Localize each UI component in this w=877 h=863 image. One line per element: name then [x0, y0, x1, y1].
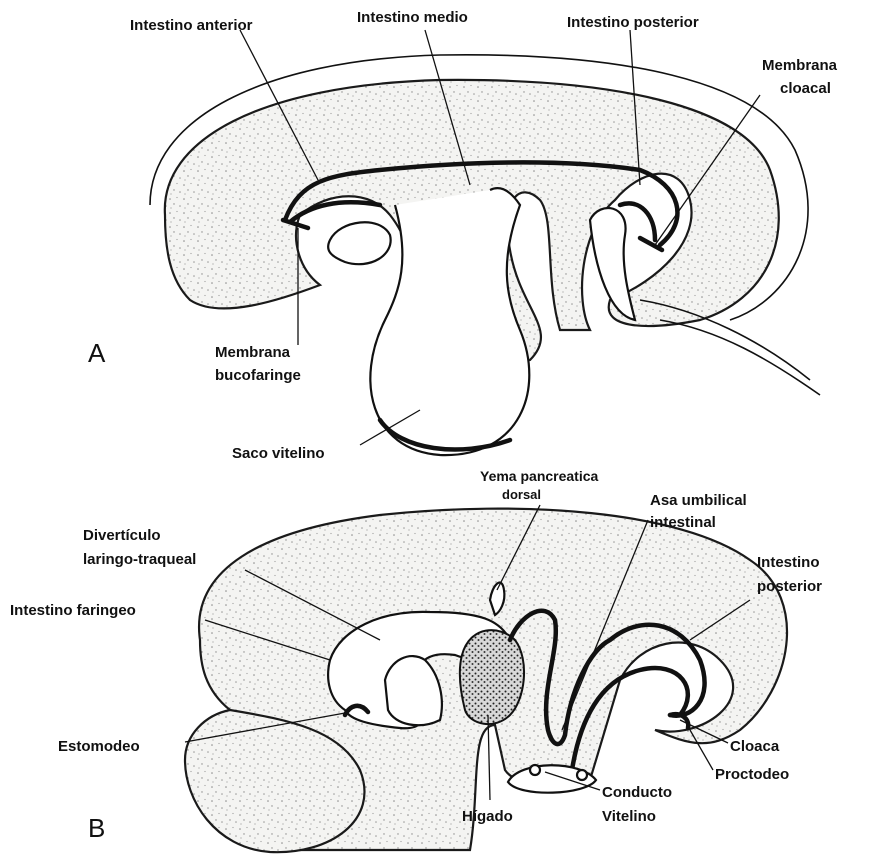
- label-proctodeo: Proctodeo: [715, 766, 789, 783]
- label-intestino-posterior-b-2: posterior: [757, 578, 822, 595]
- label-yema-pancreatica-2: dorsal: [502, 487, 541, 502]
- panel-a-letter: A: [88, 338, 106, 368]
- label-asa-umbilical-2: intestinal: [650, 514, 716, 531]
- label-saco-vitelino: Saco vitelino: [232, 445, 325, 462]
- label-membrana-cloacal-1: Membrana: [762, 57, 838, 74]
- panel-a-cardiac-loop: [328, 222, 391, 264]
- panel-b-letter: B: [88, 813, 105, 843]
- label-yema-pancreatica-1: Yema pancreatica: [480, 468, 599, 484]
- label-intestino-posterior: Intestino posterior: [567, 14, 699, 31]
- panel-a: Intestino anterior Intestino medio Intes…: [88, 9, 838, 462]
- panel-b-vitelline-opening-2: [577, 770, 587, 780]
- label-conducto-vitelino-2: Vitelino: [602, 808, 656, 825]
- panel-a-hind-fold: [590, 208, 635, 320]
- panel-b-cloaca: [670, 714, 688, 728]
- panel-b-vitelline-opening-1: [530, 765, 540, 775]
- panel-a-yolk-sac: [370, 188, 529, 455]
- panel-b: Yema pancreatica dorsal Asa umbilical in…: [10, 468, 822, 852]
- label-membrana-bucofaringe-2: bucofaringe: [215, 367, 301, 384]
- label-intestino-medio: Intestino medio: [357, 9, 468, 26]
- label-membrana-cloacal-2: cloacal: [780, 80, 831, 97]
- label-estomodeo: Estomodeo: [58, 738, 140, 755]
- label-conducto-vitelino-1: Conducto: [602, 784, 672, 801]
- label-intestino-faringeo: Intestino faringeo: [10, 602, 136, 619]
- label-intestino-anterior: Intestino anterior: [130, 17, 253, 34]
- label-intestino-posterior-b-1: Intestino: [757, 554, 820, 571]
- label-diverticulo-2: laringo-traqueal: [83, 551, 196, 568]
- label-diverticulo-1: Divertículo: [83, 527, 161, 544]
- label-cloaca: Cloaca: [730, 738, 780, 755]
- label-asa-umbilical-1: Asa umbilical: [650, 492, 747, 509]
- label-membrana-bucofaringe-1: Membrana: [215, 344, 291, 361]
- label-higado: Hígado: [462, 808, 513, 825]
- panel-b-liver: [460, 630, 524, 724]
